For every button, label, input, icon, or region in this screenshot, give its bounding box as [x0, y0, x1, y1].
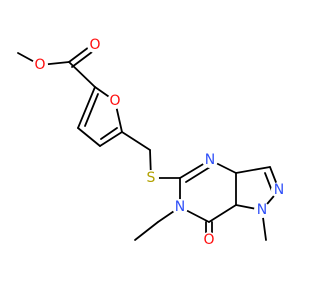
bond-ethyl — [134, 221, 159, 241]
atom-background — [202, 152, 218, 168]
atom-label: O — [203, 232, 214, 248]
bond-c-fused-c-keto — [208, 204, 237, 223]
atom-label: N — [205, 152, 215, 168]
atom-pyrazole-nitrogen-bottom: N — [254, 202, 270, 218]
atom-background — [32, 57, 48, 73]
atom-label: N — [175, 199, 185, 215]
bond-layer — [17, 43, 280, 241]
atom-background — [254, 202, 270, 218]
bond-furan-c4-c3 — [77, 127, 101, 147]
bond-carbonyl-furan — [68, 61, 96, 88]
atom-pyrimidine-nitrogen-top: N — [202, 152, 218, 168]
atom-label: N — [257, 202, 267, 218]
atom-ester-ether-oxygen: O — [32, 57, 48, 73]
atom-label: O — [89, 37, 100, 53]
molecule-structure: O O O S N N N N — [17, 37, 287, 248]
atom-label: N — [274, 182, 284, 198]
molecule-svg: O O O S N N N N — [17, 37, 287, 248]
bond-furan-c3-c2-inner — [84, 93, 99, 127]
bond-furan-c5-c4-inner — [100, 127, 118, 140]
atom-label: S — [147, 170, 156, 186]
atom-background — [143, 170, 159, 186]
atom-furan-oxygen: O — [107, 93, 123, 109]
atom-thioether-sulfur: S — [143, 170, 159, 186]
atom-background — [87, 37, 103, 53]
bond-furan-c3-c2 — [77, 86, 96, 129]
bond-c-n-top-inner — [185, 166, 211, 183]
atom-ester-carbonyl-oxygen: O — [87, 37, 103, 53]
bond-c5-ch2 — [121, 131, 151, 151]
atom-background — [271, 182, 287, 198]
atom-keto-oxygen: O — [201, 232, 217, 248]
atom-layer: O O O S N N N N — [32, 37, 287, 248]
bond-furan-c5-c4 — [99, 131, 123, 147]
atom-pyrazole-nitrogen-right: N — [271, 182, 287, 198]
atom-label: O — [34, 57, 45, 73]
atom-background — [107, 93, 123, 109]
atom-label: O — [109, 93, 120, 109]
bond-pyrazole-c-ch — [235, 166, 271, 174]
atom-pyrimidine-nitrogen-ethyl: N — [172, 199, 188, 215]
atom-background — [201, 232, 217, 248]
bond-pyrazole-ch-n-inner — [264, 172, 273, 192]
atom-background — [172, 199, 188, 215]
